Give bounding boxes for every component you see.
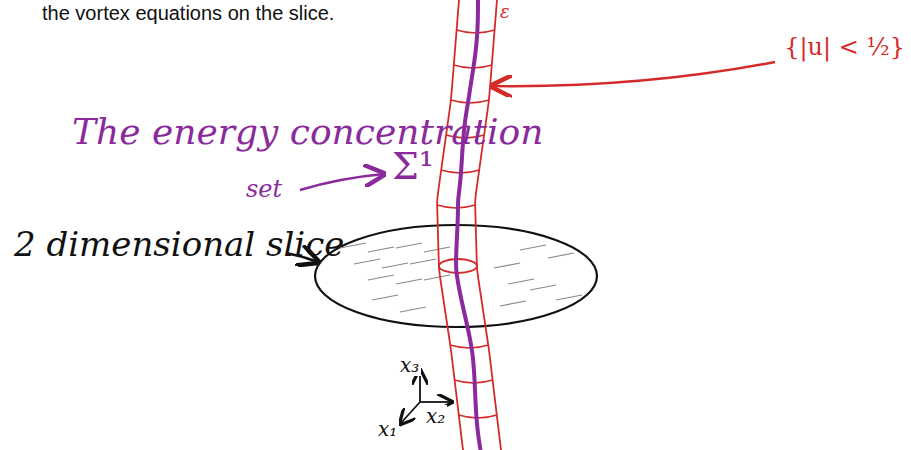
annotation-label: 2 dimensional slice: [14, 226, 344, 263]
annotation-label: the vortex equations on the slice.: [42, 2, 334, 24]
hatch-stroke: [368, 275, 394, 280]
hatch-stroke: [520, 245, 546, 250]
hatch-stroke: [508, 279, 534, 284]
annotation-label: {|u| < ½}: [784, 34, 905, 60]
hatch-stroke: [530, 285, 556, 290]
hatch-stroke: [494, 263, 520, 268]
annotation-label: x₁: [376, 418, 399, 440]
annotation-label: x₂: [424, 405, 447, 427]
annotation-label: x₃: [398, 354, 421, 376]
annotation-label: set: [246, 176, 282, 202]
annotation-label: The energy concentration: [72, 112, 543, 152]
hatch-stroke: [548, 253, 574, 258]
pointer-arrow: [492, 62, 775, 86]
hatch-stroke: [368, 247, 394, 252]
pointer-arrow: [300, 174, 384, 190]
pointer-arrows: [286, 62, 775, 262]
hatch-stroke: [396, 243, 422, 248]
annotation-label: Σ¹: [390, 146, 436, 188]
hatch-stroke: [372, 295, 398, 300]
hatch-stroke: [424, 247, 450, 252]
concentration-tube: [437, 0, 501, 450]
hatch-stroke: [396, 279, 422, 284]
hatch-stroke: [424, 275, 450, 280]
hatch-stroke: [400, 307, 426, 312]
axis-arrow: [400, 402, 420, 424]
hatch-stroke: [410, 259, 436, 264]
hatch-stroke: [556, 295, 582, 300]
axis-arrow: [420, 401, 452, 403]
annotation-label: ε: [500, 2, 510, 22]
hatch-stroke: [382, 263, 408, 268]
hatch-stroke: [500, 301, 526, 306]
hatch-stroke: [354, 259, 380, 264]
concentration-curve: [456, 0, 480, 450]
